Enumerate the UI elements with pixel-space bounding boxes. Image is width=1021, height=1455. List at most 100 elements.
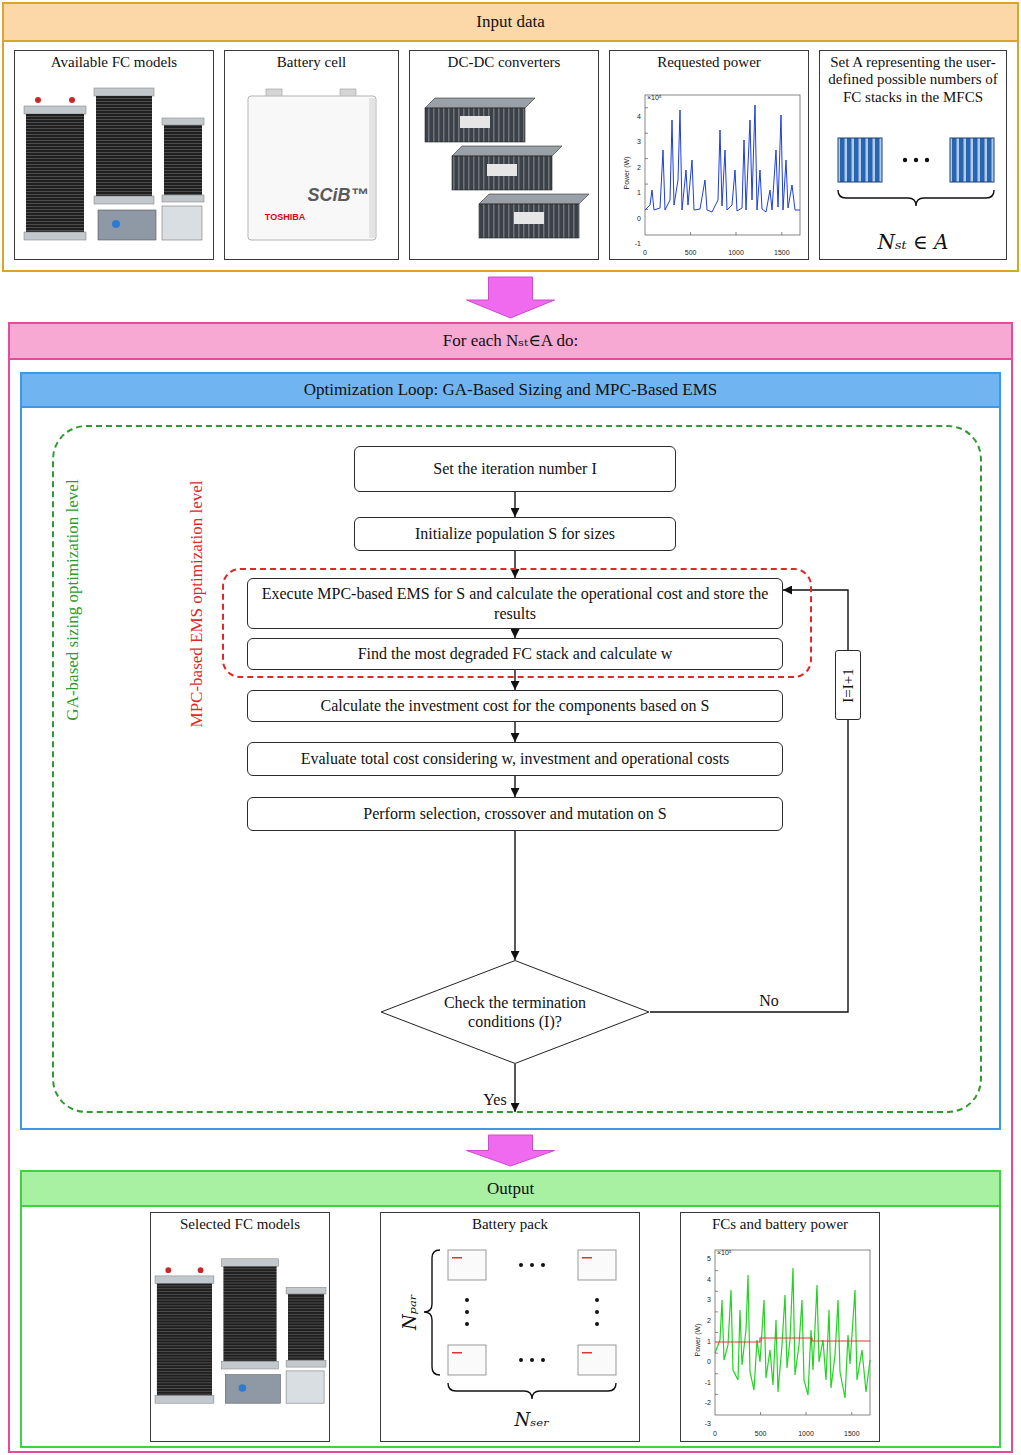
process-text: Set the iteration number I [423, 457, 607, 480]
block-arrow [467, 1135, 555, 1166]
dc-dc-converter-illustration [487, 164, 517, 176]
decision-diamond: Check the termination conditions (I)? [380, 960, 650, 1064]
axis-title: Power (W) [623, 156, 630, 189]
battery-pack-illustration [448, 1383, 616, 1399]
box-title: DC-DC converters [410, 51, 598, 71]
output-power-plot [715, 1250, 870, 1415]
flow-arrow [783, 590, 848, 650]
tick-label: 4 [707, 1275, 711, 1282]
dc-dc-converter-illustration [425, 98, 589, 238]
panel-heading: Optimization Loop: GA-Based Sizing and M… [22, 374, 999, 408]
iteration-box: I=I+1 [835, 650, 861, 720]
battery-pack-illustration [519, 1358, 523, 1362]
fc-stack-icons [838, 138, 882, 182]
edge-label: Yes [481, 1092, 508, 1108]
dc-dc-converter-illustration [479, 204, 579, 238]
process-box: Find the most degraded FC stack and calc… [247, 638, 783, 670]
input-box: Requested power [609, 50, 809, 260]
input-panel: Available FC modelsBattery cellDC-DC con… [2, 2, 1019, 272]
process-box: Perform selection, crossover and mutatio… [247, 797, 783, 831]
box-title: Battery cell [225, 51, 398, 71]
requested-power-plot [645, 95, 800, 235]
battery-pack-illustration [448, 1250, 486, 1280]
process-text: Perform selection, crossover and mutatio… [353, 802, 677, 825]
process-text: Evaluate total cost considering w, inves… [291, 747, 740, 770]
dc-dc-converter-illustration [425, 108, 525, 142]
output-box: FCs and battery power [680, 1212, 880, 1442]
output-box: Selected FC models [150, 1212, 330, 1442]
battery-pack-illustration [465, 1322, 469, 1326]
requested-power-plot [645, 105, 800, 212]
region-label: MPC-based EMS optimization level [188, 481, 205, 728]
axis-multiplier: ×10⁵ [647, 94, 662, 101]
fc-stack-icons [950, 138, 994, 182]
box-title: Requested power [610, 51, 808, 71]
tick-label: 3 [707, 1296, 711, 1303]
tick-label: 0 [707, 1358, 711, 1365]
panel-heading: Output [22, 1172, 999, 1207]
tick-label: -2 [705, 1399, 711, 1406]
tick-label: 0 [637, 214, 641, 221]
battery-cell-illustration [248, 96, 376, 240]
box-title: Battery pack [381, 1213, 639, 1233]
battery-pack-illustration [530, 1263, 534, 1267]
tick-label: 1000 [798, 1430, 814, 1437]
battery-pack-illustration [582, 1257, 592, 1259]
tick-label: 0 [643, 249, 647, 256]
input-box: Battery cell [224, 50, 399, 260]
dc-dc-converter-illustration [452, 146, 562, 156]
set-formula: Nₛₜ ∈ A [877, 231, 948, 253]
iteration-text: I=I+1 [841, 668, 856, 702]
tick-label: 2 [637, 163, 641, 170]
flow-arrow [514, 629, 515, 638]
process-text: Calculate the investment cost for the co… [311, 694, 720, 717]
input-box: DC-DC converters [409, 50, 599, 260]
edge-label: No [757, 993, 781, 1009]
loop-panel: Execute MPC-based EMS for S and calculat… [8, 322, 1013, 1453]
dimension-label: Nₚₐᵣ [401, 1294, 419, 1330]
fc-stack-icons [903, 158, 907, 162]
flow-arrow [514, 776, 515, 797]
output-panel: Selected FC models Battery pack FCs and ba… [20, 1170, 1001, 1448]
battery-cell-illustration [248, 89, 376, 240]
process-box: Execute MPC-based EMS for S and calculat… [247, 578, 783, 629]
decision-diamond-outline [381, 961, 649, 1064]
battery-pack-illustration [424, 1250, 616, 1399]
process-text: Execute MPC-based EMS for S and calculat… [248, 582, 782, 624]
tick-label: -1 [635, 240, 641, 247]
output-power-plot [715, 1250, 870, 1415]
brand-text: SCiB™ [307, 186, 368, 204]
flow-arrow [514, 722, 515, 742]
tick-label: 5 [707, 1255, 711, 1262]
block-arrow [467, 277, 555, 318]
fuel-cell-stacks-illustration [155, 1259, 326, 1403]
input-box: Set A representing the user-defined poss… [819, 50, 1007, 260]
fuel-cell-stacks-illustration [24, 88, 204, 240]
tick-label: 500 [685, 249, 697, 256]
fc-stack-icons [914, 158, 918, 162]
requested-power-plot [645, 95, 800, 235]
tick-label: 1500 [774, 249, 790, 256]
process-box: Set the iteration number I [354, 446, 676, 492]
process-box: Initialize population S for sizes [354, 517, 676, 551]
process-text: Find the most degraded FC stack and calc… [348, 642, 683, 665]
tick-label: 1 [707, 1337, 711, 1344]
battery-pack-illustration [541, 1263, 545, 1267]
sizing-region: Execute MPC-based EMS for S and calculat… [52, 425, 982, 1113]
panel-heading: For each Nₛₜ∈A do: [10, 324, 1011, 360]
flow-arrow [514, 670, 515, 690]
optimization-panel: Execute MPC-based EMS for S and calculat… [20, 372, 1001, 1130]
output-power-plot [715, 1271, 852, 1415]
battery-pack-illustration [578, 1345, 616, 1375]
process-box: Evaluate total cost considering w, inves… [247, 742, 783, 776]
battery-pack-illustration [452, 1352, 462, 1354]
decision-text: Check the termination conditions (I)? [431, 993, 598, 1031]
brand-text: TOSHIBA [265, 213, 305, 222]
axis-title: Power (W) [694, 1323, 701, 1356]
flow-arrow [514, 492, 515, 517]
